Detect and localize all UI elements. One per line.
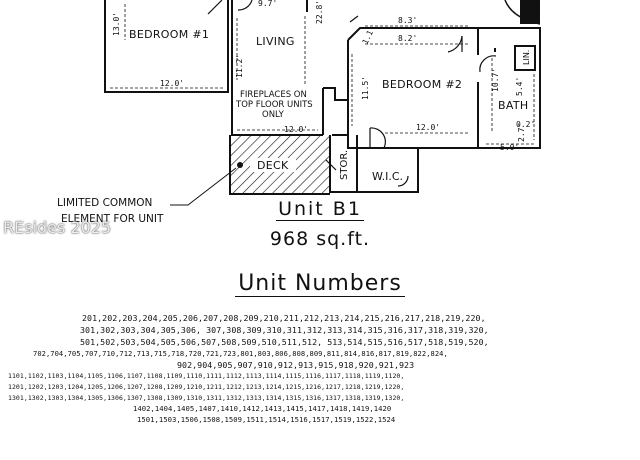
living-label: LIVING — [256, 35, 295, 48]
fireplace-note-line3: ONLY — [262, 110, 285, 120]
bedroom1-label: BEDROOM #1 — [129, 28, 209, 41]
dim-bed1-width: 12.0' — [160, 79, 184, 88]
deck-label: DECK — [257, 159, 289, 172]
dim-living-width: 12.0' — [284, 125, 308, 134]
lin-label: LIN. — [522, 50, 531, 65]
common-element-leader — [170, 167, 237, 206]
watermark: REsides 2025 — [3, 218, 112, 237]
unit-numbers-heading: Unit Numbers — [0, 271, 640, 297]
unit-title: Unit B1 — [0, 198, 640, 221]
deck-label-bg — [250, 158, 296, 172]
dim-bed2-height: 11.5' — [361, 76, 370, 100]
dim-bath-small2: 2.7' — [517, 123, 526, 142]
unit-numbers-line: 201,202,203,204,205,206,207,208,209,210,… — [82, 313, 486, 323]
bedroom2-label: BEDROOM #2 — [382, 78, 462, 91]
wic-label: W.I.C. — [372, 170, 403, 183]
unit-numbers-line: 702,704,705,707,710,712,713,715,718,720,… — [33, 349, 448, 358]
leader-dot — [237, 162, 243, 168]
doors — [207, 0, 497, 187]
dim-bath-height: 10.7' — [491, 68, 500, 92]
unit-numbers-line: 1201,1202,1203,1204,1205,1206,1207,1208,… — [8, 383, 405, 391]
fireplace-note-line1: FIREPLACES ON — [240, 90, 307, 100]
common-element-line2: ELEMENT FOR UNIT — [61, 213, 164, 225]
unit-numbers-line: 301,302,303,304,305,306, 307,308,309,310… — [80, 325, 489, 335]
fireplace-note-line2: TOP FLOOR UNITS — [235, 100, 313, 110]
unit-area: 968 sq.ft. — [269, 228, 371, 250]
bath-label: BATH — [498, 99, 528, 112]
dim-bath-lin: 5.4' — [515, 77, 524, 96]
unit-numbers-line: 1101,1102,1103,1104,1105,1106,1107,1108,… — [8, 372, 405, 380]
unit-numbers-heading-text: Unit Numbers — [235, 271, 405, 297]
dim-bath-width: 5.0' — [500, 143, 519, 152]
storage-label: STOR. — [339, 150, 350, 180]
dim-bed2-width: 12.0' — [416, 123, 440, 132]
dim-bed2-top-outer: 8.3' — [398, 16, 417, 25]
dim-bed2-top-inner: 8.2' — [398, 34, 417, 43]
unit-numbers-line: 1301,1302,1303,1304,1305,1306,1307,1308,… — [8, 394, 405, 402]
unit-numbers-line: 902,904,905,907,910,912,913,915,918,920,… — [177, 360, 415, 370]
dim-living-top: 9.7' — [258, 0, 277, 8]
dim-living-right: 22.8' — [315, 0, 324, 24]
dim-bed1-height: 13.0' — [112, 12, 121, 36]
unit-numbers-line: 501,502,503,504,505,506,507,508,509,510,… — [80, 337, 489, 347]
common-element-line1: LIMITED COMMON — [57, 197, 152, 209]
dim-living-left: 11.2' — [235, 54, 244, 78]
dimension-lines — [110, 4, 535, 145]
dim-bath-small1: 0.2' — [516, 120, 535, 129]
unit-title-text: Unit B1 — [276, 198, 364, 221]
unit-numbers-line: 1501,1503,1506,1508,1509,1511,1514,1516,… — [137, 415, 396, 424]
unit-numbers-line: 1402,1404,1405,1407,1410,1412,1413,1415,… — [133, 404, 392, 413]
